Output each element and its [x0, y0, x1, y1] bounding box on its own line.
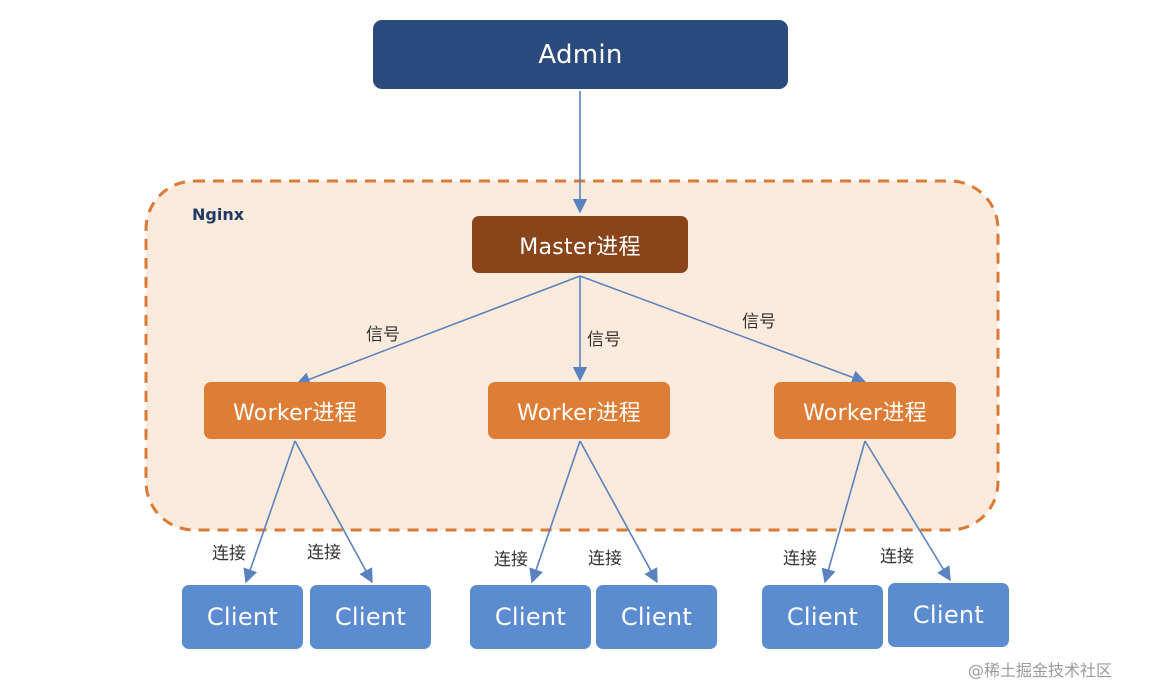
signal-edge-label: 信号 [742, 312, 776, 332]
connect-edge-label: 连接 [212, 544, 246, 564]
signal-edge-label: 信号 [587, 330, 621, 350]
worker-process-node: Worker进程 [204, 382, 386, 439]
connect-edge-label: 连接 [307, 543, 341, 563]
connect-edge-label: 连接 [588, 549, 622, 569]
edge-worker-1-client-3 [579, 440, 658, 584]
edge-worker-1-client-2 [529, 440, 581, 584]
admin-node: Admin [373, 20, 788, 89]
worker-process-node: Worker进程 [774, 382, 956, 439]
nginx-region [144, 179, 1000, 532]
worker-process-node: Worker进程 [488, 382, 670, 439]
signal-edge-label: 信号 [366, 325, 400, 345]
edge-worker-2-client-4 [821, 440, 866, 584]
edge-master-worker-0 [295, 275, 581, 387]
client-node: Client [596, 585, 717, 649]
client-node: Client [888, 583, 1009, 647]
edge-worker-0-client-1 [294, 440, 373, 584]
master-process-node: Master进程 [472, 216, 688, 273]
edge-worker-2-client-5 [864, 440, 951, 582]
edge-master-worker-2 [579, 275, 867, 385]
watermark: @稀土掘金技术社区 [968, 661, 1113, 680]
client-node: Client [310, 585, 431, 649]
edge-worker-0-client-0 [243, 440, 296, 584]
connect-edge-label: 连接 [494, 550, 528, 570]
connect-edge-label: 连接 [880, 547, 914, 567]
client-node: Client [182, 585, 303, 649]
connect-edge-label: 连接 [783, 549, 817, 569]
client-node: Client [762, 585, 883, 649]
client-node: Client [470, 585, 591, 649]
nginx-label: Nginx [192, 205, 245, 224]
